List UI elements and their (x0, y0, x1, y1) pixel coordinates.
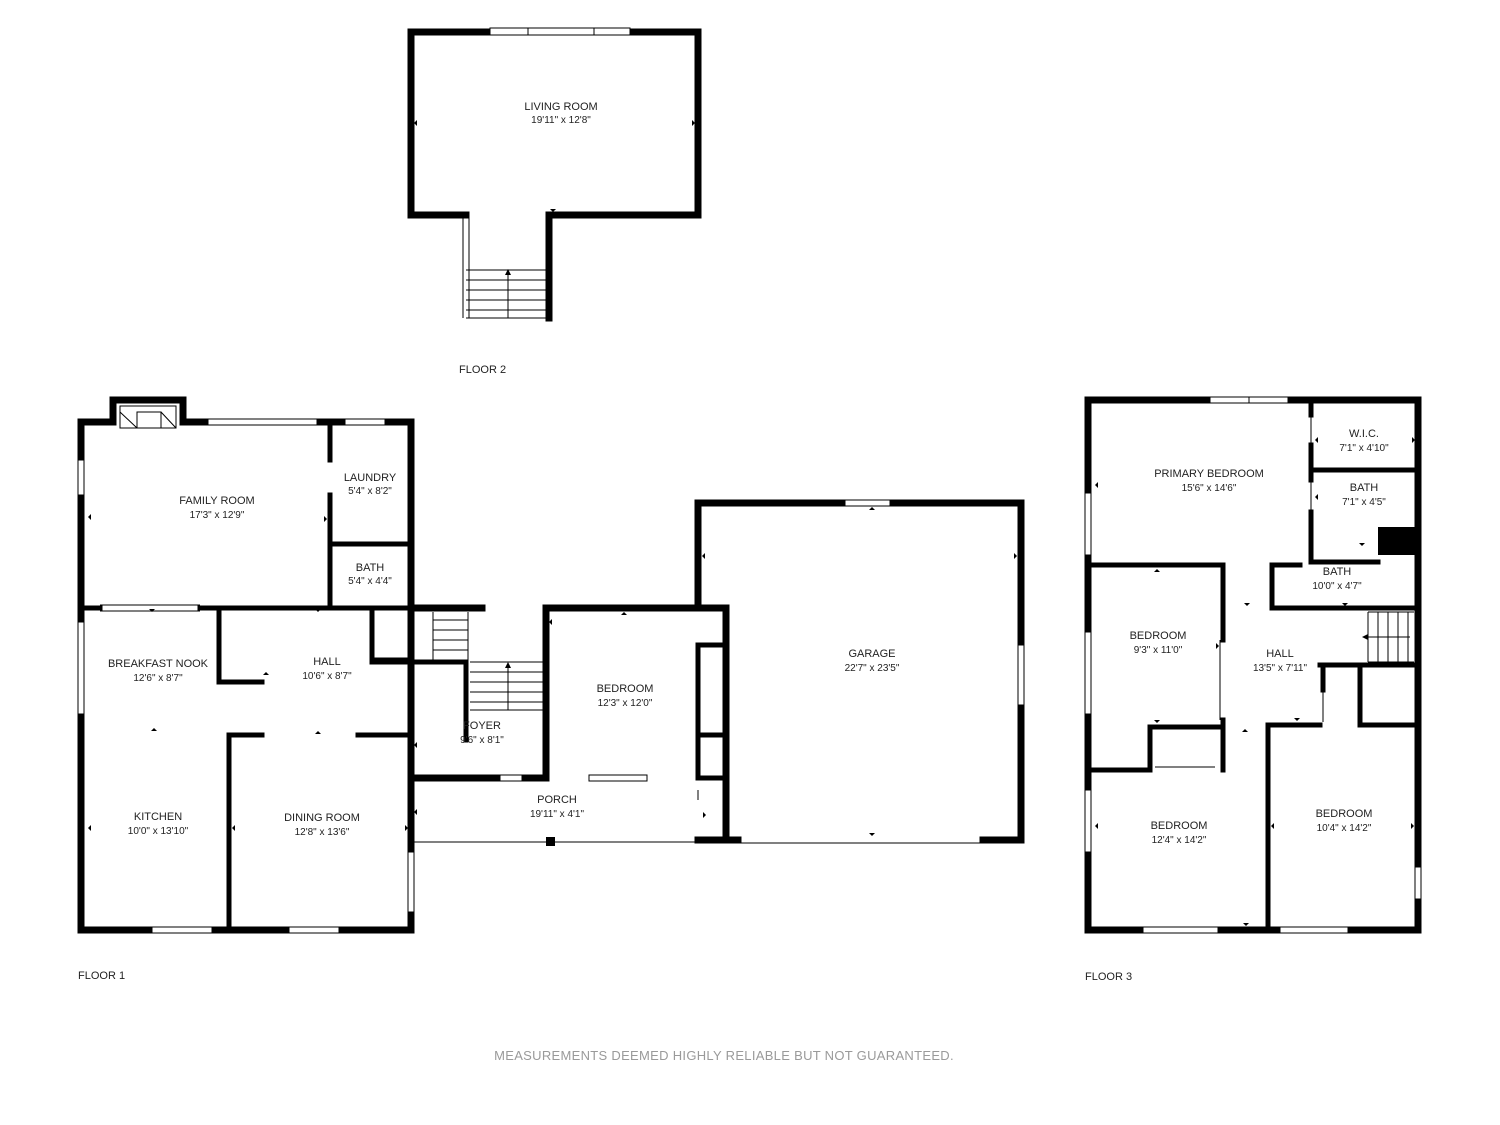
dining-room-dimensions: 12'8" x 13'6" (295, 827, 350, 838)
living-room-walls (407, 28, 702, 322)
hall-upper-dimensions: 13'5" x 7'11" (1253, 663, 1308, 674)
bedroom-small-dimensions: 9'3" x 11'0" (1134, 645, 1183, 656)
porch-dimensions: 19'11" x 4'1" (530, 809, 585, 820)
breakfast-nook-dimensions: 12'6" x 8'7" (133, 673, 183, 684)
kitchen-label: KITCHEN (134, 811, 182, 823)
floor-1-label: FLOOR 1 (78, 970, 125, 982)
wic-label: W.I.C. (1349, 428, 1379, 440)
primary-bedroom-label: PRIMARY BEDROOM (1154, 468, 1264, 480)
porch-label: PORCH (537, 794, 577, 806)
family-room-label: FAMILY ROOM (179, 495, 254, 507)
floor-2-label: FLOOR 2 (459, 364, 506, 376)
floor-1-outer-walls (77, 418, 486, 934)
bedroom-label: BEDROOM (597, 683, 654, 695)
garage-dimensions: 22'7" x 23'5" (845, 663, 900, 674)
foyer-dimensions: 9'6" x 8'1" (460, 735, 504, 746)
stairs-floor-2 (466, 269, 546, 319)
chimney-block (1378, 527, 1418, 555)
bedroom-right-label: BEDROOM (1316, 808, 1373, 820)
bedroom-walls (407, 604, 730, 844)
stairs-floor-1 (369, 605, 546, 743)
hall-upper-label: HALL (1266, 648, 1294, 660)
interior-walls-floor-3 (1085, 397, 1421, 933)
laundry-dimensions: 5'4" x 8'2" (348, 486, 392, 497)
garage-label: GARAGE (848, 648, 895, 660)
bath-dimensions: 5'4" x 4'4" (348, 576, 392, 587)
kitchen-dimensions: 10'0" x 13'10" (128, 826, 189, 837)
disclaimer-text: MEASUREMENTS DEEMED HIGHLY RELIABLE BUT … (494, 1048, 954, 1063)
floor-2-plan: LIVING ROOM 19'11" x 12'8" FLOOR 2 (407, 27, 702, 376)
floor-3-label: FLOOR 3 (1085, 971, 1132, 983)
floor-1-plan: FAMILY ROOM 17'3" x 12'9" LAUNDRY 5'4" x… (77, 396, 1025, 982)
hall-dimensions: 10'6" x 8'7" (302, 671, 352, 682)
hall-label: HALL (313, 656, 341, 668)
bedroom-dimensions: 12'3" x 12'0" (598, 698, 653, 709)
bath-upper-label: BATH (1350, 482, 1379, 494)
window (489, 27, 631, 36)
living-room-dimensions: 19'11" x 12'8" (531, 115, 591, 126)
wic-dimensions: 7'1" x 4'10" (1339, 443, 1389, 454)
bedroom-left-label: BEDROOM (1151, 820, 1208, 832)
floor-3-outer-walls (1084, 396, 1422, 934)
laundry-label: LAUNDRY (344, 472, 397, 484)
living-room-label: LIVING ROOM (524, 101, 597, 113)
bath-lower-dimensions: 10'0" x 4'7" (1312, 581, 1362, 592)
stairs-floor-3 (1362, 611, 1414, 663)
bath-lower-label: BATH (1323, 566, 1352, 578)
bedroom-small-label: BEDROOM (1130, 630, 1187, 642)
bedroom-right-dimensions: 10'4" x 14'2" (1317, 823, 1372, 834)
interior-walls (78, 419, 414, 933)
bath-label: BATH (356, 562, 385, 574)
bedroom-left-dimensions: 12'4" x 14'2" (1152, 835, 1207, 846)
bath-upper-dimensions: 7'1" x 4'5" (1342, 497, 1386, 508)
foyer-label: FOYER (463, 720, 501, 732)
primary-bedroom-dimensions: 15'6" x 14'6" (1182, 483, 1237, 494)
fireplace (109, 396, 187, 426)
floor-3-plan: PRIMARY BEDROOM 15'6" x 14'6" W.I.C. 7'1… (1084, 396, 1422, 983)
dining-room-label: DINING ROOM (284, 812, 360, 824)
breakfast-nook-label: BREAKFAST NOOK (108, 658, 209, 670)
family-room-dimensions: 17'3" x 12'9" (190, 510, 245, 521)
